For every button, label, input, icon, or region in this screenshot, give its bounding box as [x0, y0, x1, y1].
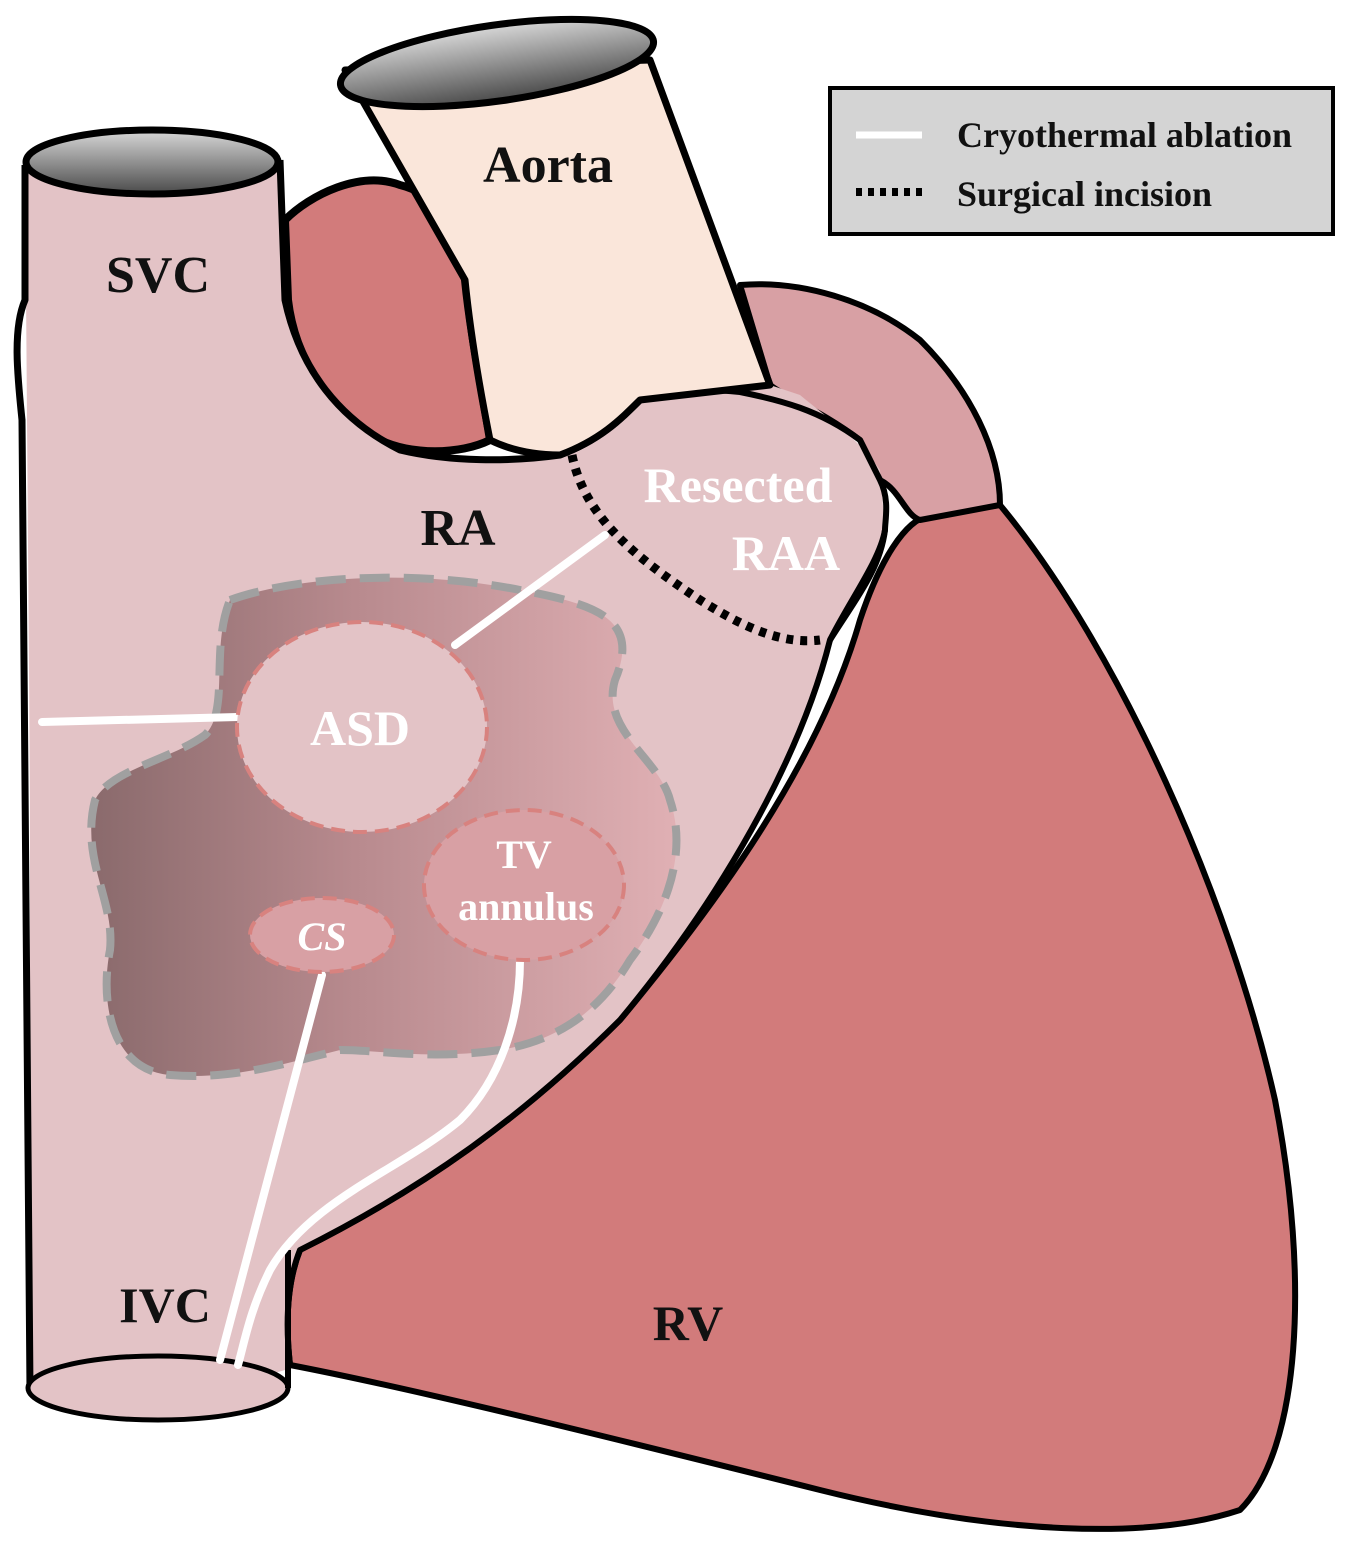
tv-label-line2: annulus	[458, 884, 594, 929]
ra-label: RA	[420, 500, 496, 557]
legend: Cryothermal ablation Surgical incision	[828, 86, 1335, 236]
legend-label-ablation: Cryothermal ablation	[957, 115, 1292, 155]
ablation-line-cs	[216, 971, 326, 1364]
asd-label: ASD	[310, 700, 410, 756]
aorta-vessel	[341, 56, 774, 459]
ivc-label: IVC	[119, 1277, 211, 1333]
legend-label-incision: Surgical incision	[957, 174, 1212, 214]
ablation-line-left	[38, 713, 242, 726]
rv-label: RV	[653, 1295, 723, 1351]
ivc-opening	[25, 1353, 291, 1423]
svc-vessel	[13, 165, 34, 1391]
svc-label: SVC	[106, 247, 210, 304]
ablation-line-tv	[234, 956, 524, 1369]
ablation-line-upper	[451, 531, 609, 649]
cs-circle	[248, 896, 396, 974]
surgical-incision	[567, 454, 821, 646]
tv-annulus-circle	[422, 808, 626, 962]
svc-opening	[22, 126, 282, 198]
resected-label-line2: RAA	[732, 525, 840, 581]
tv-label-line1: TV	[496, 832, 552, 877]
aorta-label: Aorta	[483, 137, 613, 194]
legend-box	[828, 86, 1335, 236]
cs-label: CS	[298, 914, 347, 959]
aorta-opening	[336, 15, 658, 111]
asd-circle	[235, 620, 489, 834]
ablation-lines	[38, 531, 609, 1369]
resected-label-line1: Resected	[644, 457, 833, 513]
